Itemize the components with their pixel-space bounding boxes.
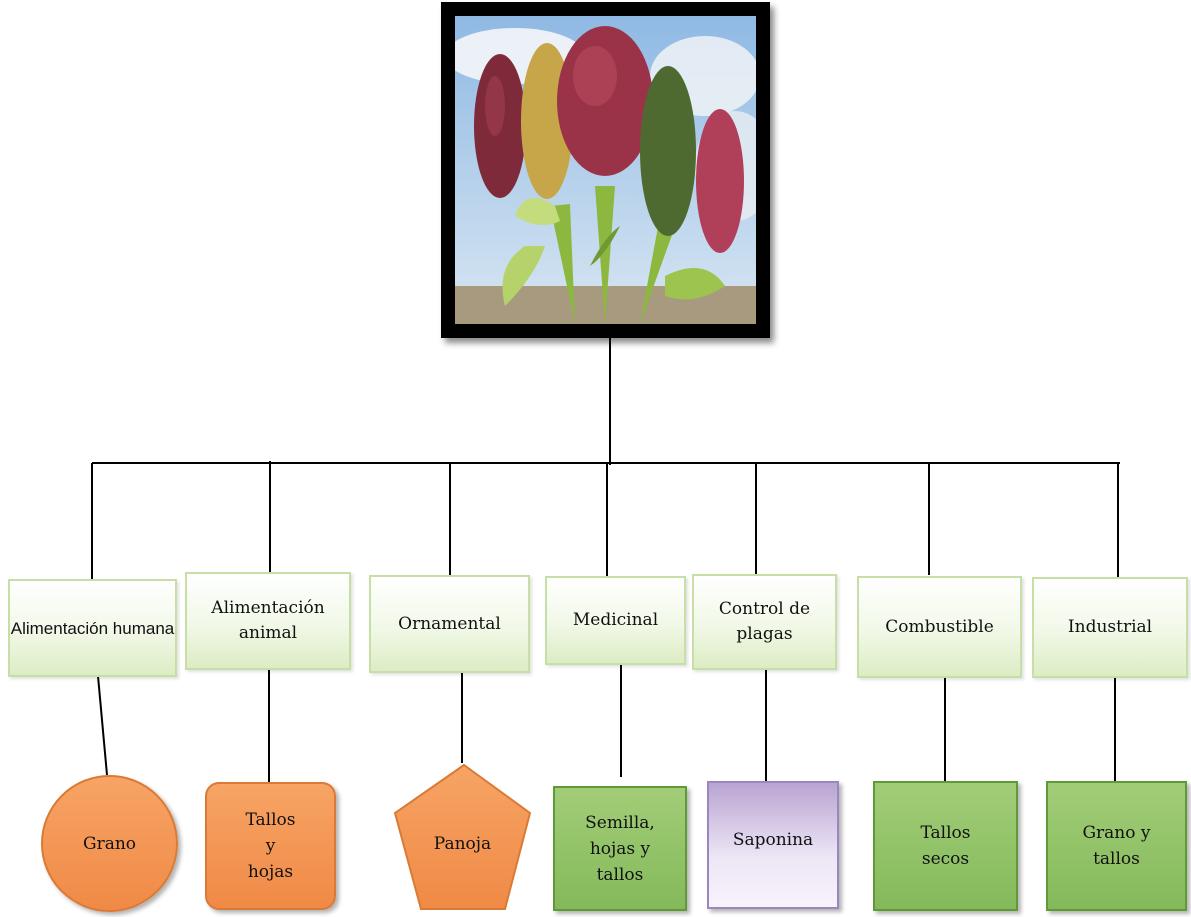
- part-tallos-y-hojas: Tallos y hojas: [205, 782, 336, 910]
- category-combustible: Combustible: [857, 576, 1022, 678]
- part-grano-y-tallos: Grano y tallos: [1046, 781, 1187, 911]
- category-alimentacion-humana: Alimentación humana: [8, 579, 177, 677]
- part-label: Grano: [82, 833, 137, 854]
- category-label: Control de plagas: [718, 599, 811, 644]
- category-label: Medicinal: [572, 610, 659, 630]
- part-saponina: Saponina: [707, 781, 839, 909]
- category-industrial: Industrial: [1032, 577, 1188, 678]
- category-control-de-plagas: Control de plagas: [692, 574, 837, 670]
- category-label: Alimentación animal: [211, 598, 325, 643]
- category-label: Combustible: [885, 616, 994, 637]
- part-label: Semilla, hojas y tallos: [585, 812, 655, 885]
- part-label: Grano y tallos: [1082, 823, 1151, 869]
- part-semilla-hojas-tallos: Semilla, hojas y tallos: [553, 786, 687, 911]
- part-tallos-secos: Tallos secos: [873, 781, 1018, 911]
- part-grano-circle: Grano: [41, 775, 178, 912]
- category-medicinal: Medicinal: [545, 576, 686, 665]
- category-label: Alimentación humana: [10, 618, 175, 638]
- part-label: Saponina: [732, 830, 814, 850]
- category-alimentacion-animal: Alimentación animal: [185, 572, 351, 670]
- quinoa-panicles-icon: [455, 16, 756, 324]
- category-label: Ornamental: [398, 613, 501, 634]
- pentagon-shape: [393, 763, 532, 910]
- part-label: Tallos secos: [920, 823, 971, 869]
- quinoa-photo: [441, 2, 770, 338]
- category-ornamental: Ornamental: [369, 575, 530, 673]
- part-label: Panoja: [433, 834, 492, 854]
- category-label: Industrial: [1067, 617, 1153, 637]
- part-label: Tallos y hojas: [245, 810, 296, 882]
- part-panoja-pentagon: Panoja: [392, 763, 533, 913]
